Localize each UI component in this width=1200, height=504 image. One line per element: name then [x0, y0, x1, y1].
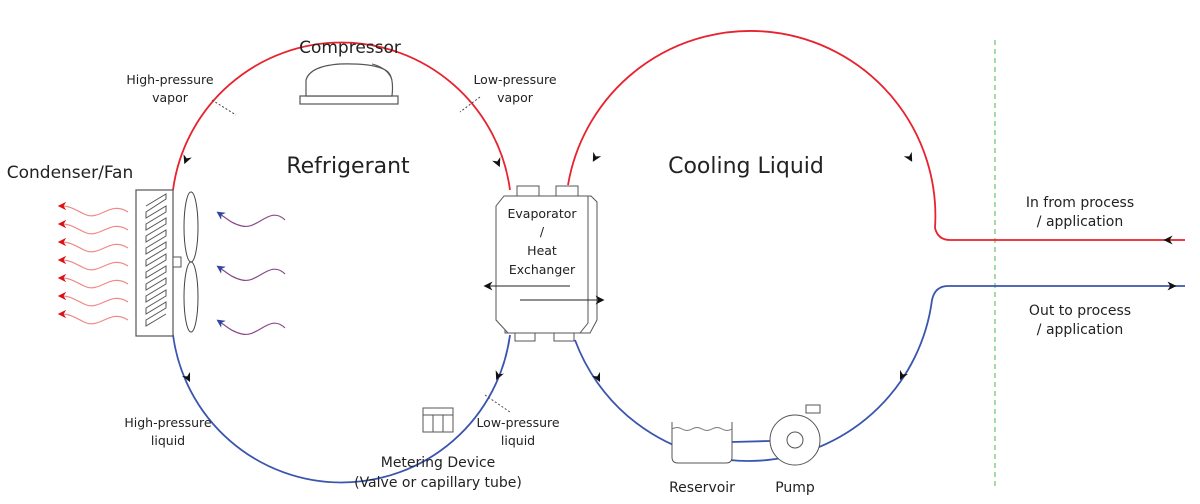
cooling-liquid-label: Cooling Liquid	[668, 154, 824, 179]
metering-device	[422, 407, 454, 433]
pump-label: Pump	[775, 480, 815, 496]
evaporator-label-2: /	[540, 224, 545, 239]
lp-vapor-leader	[459, 96, 481, 113]
refrigerant-cold-line	[172, 334, 511, 484]
warm-air-arrows	[57, 201, 129, 325]
condenser-coil	[135, 189, 174, 337]
lp-liquid-label-2: liquid	[501, 433, 535, 448]
cooling-hot-line	[567, 30, 1185, 241]
hp-vapor-label-1: High-pressure	[126, 72, 214, 87]
evaporator-label-4: Exchanger	[509, 262, 576, 277]
compressor	[299, 63, 399, 105]
fan	[172, 191, 199, 333]
metering-device-label-1: Metering Device	[381, 455, 496, 471]
hp-vapor-leader	[211, 99, 237, 116]
compressor-label: Compressor	[299, 38, 401, 58]
refrigerant-label: Refrigerant	[286, 154, 410, 179]
pump	[769, 404, 821, 466]
reservoir-label: Reservoir	[669, 480, 735, 496]
evaporator-label-1: Evaporator	[507, 206, 577, 221]
cooling-cold-line	[574, 285, 1185, 462]
lp-vapor-label-1: Low-pressure	[473, 72, 556, 87]
condenser-label: Condenser/Fan	[7, 163, 134, 183]
cool-air-arrows	[216, 211, 286, 335]
hp-liquid-label-2: liquid	[151, 433, 185, 448]
metering-device-label-2: (Valve or capillary tube)	[354, 475, 522, 491]
hp-vapor-label-2: vapor	[152, 90, 189, 105]
evaporator	[483, 185, 605, 342]
out-to-process-label-2: / application	[1037, 322, 1123, 338]
evaporator-label-3: Heat	[527, 243, 557, 258]
in-from-process-label-1: In from process	[1026, 195, 1134, 211]
refrigerant-hot-line	[172, 41, 511, 191]
reservoir	[671, 422, 771, 464]
out-to-process-label-1: Out to process	[1029, 303, 1131, 319]
lp-liquid-label-1: Low-pressure	[476, 415, 559, 430]
hp-liquid-label-1: High-pressure	[124, 415, 212, 430]
lp-vapor-label-2: vapor	[497, 90, 534, 105]
lp-liquid-leader	[484, 394, 511, 413]
in-from-process-label-2: / application	[1037, 214, 1123, 230]
